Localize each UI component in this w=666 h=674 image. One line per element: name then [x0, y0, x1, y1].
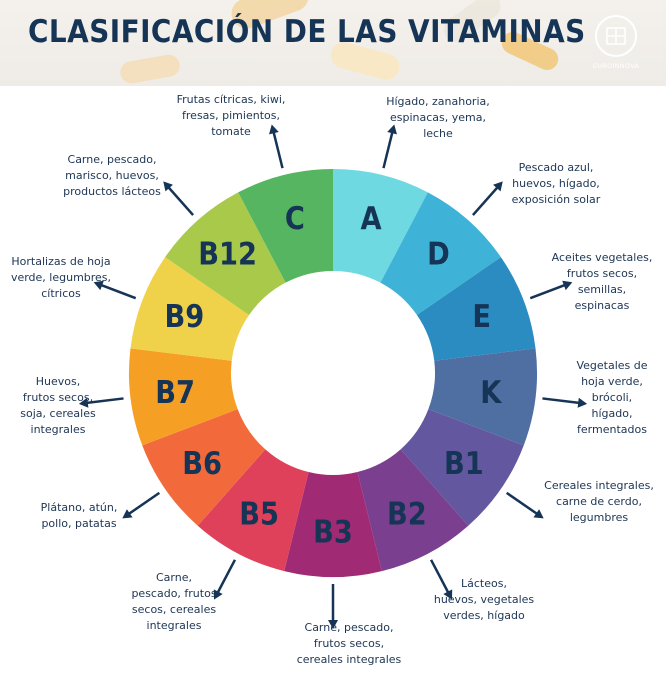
- arrow-icon-vitamin-b7: [78, 397, 124, 408]
- arrow-icon-vitamin-b12: [163, 181, 195, 216]
- segment-label-vitamin-b2: B2: [387, 496, 427, 532]
- segment-vitamin-b3: [284, 472, 382, 577]
- food-sources-label-vitamin-b3: Carne, pescado, frutos secos, cereales i…: [296, 621, 402, 666]
- food-sources-label-vitamin-b7: Huevos, frutos secos, soja, cereales int…: [20, 375, 96, 436]
- arrow-icon-vitamin-e: [529, 280, 573, 300]
- segment-label-vitamin-a: A: [360, 201, 381, 237]
- segment-vitamin-b1: [400, 409, 524, 526]
- arrow-icon-vitamin-d: [471, 181, 503, 216]
- segment-label-vitamin-d: D: [427, 236, 450, 272]
- segment-vitamin-c: [238, 169, 333, 283]
- wheel-center: [232, 272, 434, 474]
- food-sources-label-vitamin-b5: Carne, pescado, frutos secos, cereales i…: [131, 571, 217, 632]
- arrow-icon-vitamin-b2: [429, 559, 453, 600]
- arrow-icon-vitamin-a: [382, 124, 397, 169]
- segment-label-vitamin-b12: B12: [198, 236, 257, 272]
- segment-vitamin-b7: [129, 348, 238, 446]
- segment-vitamin-b2: [357, 449, 469, 572]
- segment-vitamin-e: [416, 257, 536, 361]
- food-sources-label-vitamin-k: Vegetales de hoja verde, brócoli, hígado…: [576, 359, 648, 436]
- arrow-icon-vitamin-b1: [505, 491, 544, 519]
- segment-vitamin-b6: [142, 409, 266, 526]
- food-sources-label-vitamin-b2: Lácteos, huevos, vegetales verdes, hígad…: [433, 577, 535, 622]
- segment-label-vitamin-b7: B7: [155, 374, 195, 410]
- arrow-icon-vitamin-b9: [93, 280, 137, 300]
- food-sources-label-vitamin-b6: Plátano, atún, pollo, patatas: [40, 501, 118, 530]
- segment-label-vitamin-b9: B9: [164, 299, 204, 335]
- header-banner: CLASIFICACIÓN DE LAS VITAMINAS EUROINNOV…: [0, 0, 666, 86]
- segment-vitamin-a: [333, 169, 428, 283]
- food-sources-label-vitamin-d: Pescado azul, huevos, hígado, exposición…: [511, 161, 601, 206]
- arrow-icon-vitamin-b6: [122, 491, 161, 519]
- food-sources-label-vitamin-b9: Hortalizas de hoja verde, legumbres, cít…: [10, 255, 112, 300]
- logo-text: EUROINNOVA: [592, 62, 640, 70]
- segment-label-vitamin-e: E: [472, 299, 491, 335]
- food-sources-label-vitamin-c: Frutas cítricas, kiwi, fresas, pimientos…: [176, 93, 286, 138]
- page-title: CLASIFICACIÓN DE LAS VITAMINAS: [28, 14, 586, 50]
- food-sources-label-vitamin-b12: Carne, pescado, marisco, huevos, product…: [63, 153, 161, 198]
- segment-label-vitamin-b6: B6: [182, 445, 222, 481]
- food-sources-label-vitamin-a: Hígado, zanahoria, espinacas, yema, lech…: [386, 95, 490, 140]
- arrow-icon-vitamin-b3: [328, 584, 338, 629]
- food-sources-label-vitamin-b1: Cereales integrales, carne de cerdo, leg…: [544, 479, 654, 524]
- arrow-icon-vitamin-k: [542, 397, 588, 408]
- arrow-icon-vitamin-b5: [213, 559, 237, 600]
- arrow-icon-vitamin-c: [269, 124, 284, 169]
- euroinnova-logo-icon: [595, 15, 637, 57]
- segment-vitamin-k: [428, 348, 538, 446]
- segment-label-vitamin-c: C: [285, 201, 305, 237]
- segment-vitamin-b12: [165, 192, 286, 316]
- segment-vitamin-b9: [130, 257, 250, 361]
- segment-vitamin-d: [380, 192, 501, 316]
- segment-label-vitamin-k: K: [480, 374, 502, 410]
- segment-label-vitamin-b3: B3: [313, 514, 353, 550]
- food-sources-label-vitamin-e: Aceites vegetales, frutos secos, semilla…: [551, 251, 653, 312]
- segment-label-vitamin-b1: B1: [444, 445, 484, 481]
- segment-vitamin-b5: [197, 449, 309, 572]
- segment-label-vitamin-b5: B5: [239, 496, 279, 532]
